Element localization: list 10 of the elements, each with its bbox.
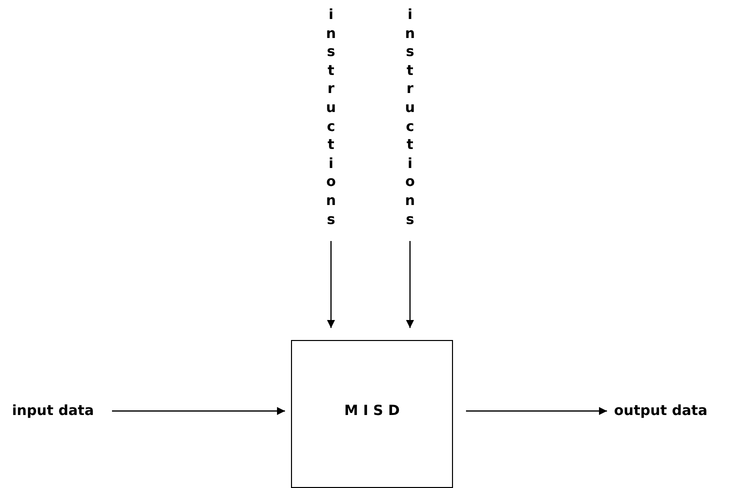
arrow — [327, 241, 335, 328]
input-label: input data — [12, 402, 94, 420]
box-label: M I S D — [344, 403, 400, 419]
vertical-label: instructions — [326, 6, 336, 230]
arrow — [112, 407, 285, 415]
vertical-label: instructions — [405, 6, 415, 230]
process-box — [291, 340, 453, 488]
arrow — [406, 241, 414, 328]
output-label: output data — [614, 402, 708, 420]
arrow — [466, 407, 607, 415]
